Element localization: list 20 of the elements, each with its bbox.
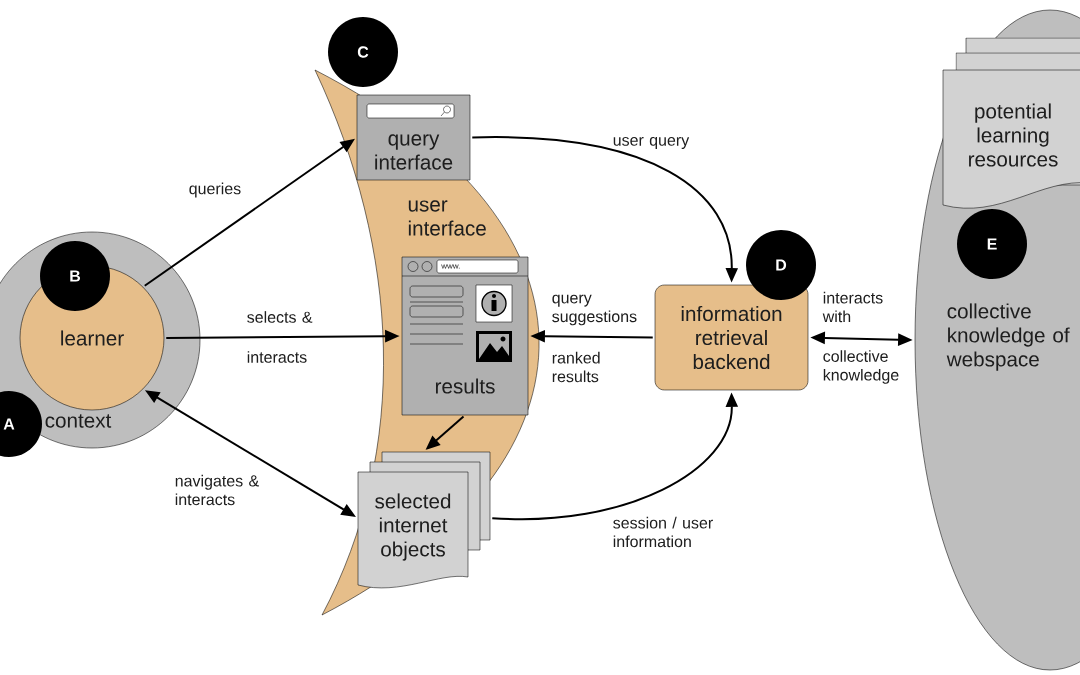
letter-badge: A: [0, 391, 42, 457]
letter-badge: C: [328, 17, 398, 87]
document-stack: selected internet objects: [357, 451, 491, 589]
letter-badge: B: [40, 241, 110, 311]
edge-label: session / user information: [613, 516, 713, 548]
edge-label: query suggestions: [552, 294, 637, 326]
edge-label: queries: [189, 182, 241, 198]
backend-box: information retrieval backend: [654, 284, 809, 391]
document-stack: potential learning resources: [942, 37, 1080, 209]
flow-label: ranked results: [552, 351, 600, 383]
letter-badge: D: [746, 230, 816, 300]
query-box: query interface: [356, 94, 471, 181]
node-label: results: [435, 378, 495, 394]
edge-label: selects & interacts: [247, 311, 313, 363]
edge-label: user query: [613, 137, 690, 149]
edge-label: navigates & interacts: [175, 474, 259, 506]
flow-label: collective knowledge: [823, 350, 899, 384]
label: www.: [441, 264, 460, 269]
edge-label: interacts with: [822, 291, 883, 323]
letter-badge: E: [957, 209, 1027, 279]
